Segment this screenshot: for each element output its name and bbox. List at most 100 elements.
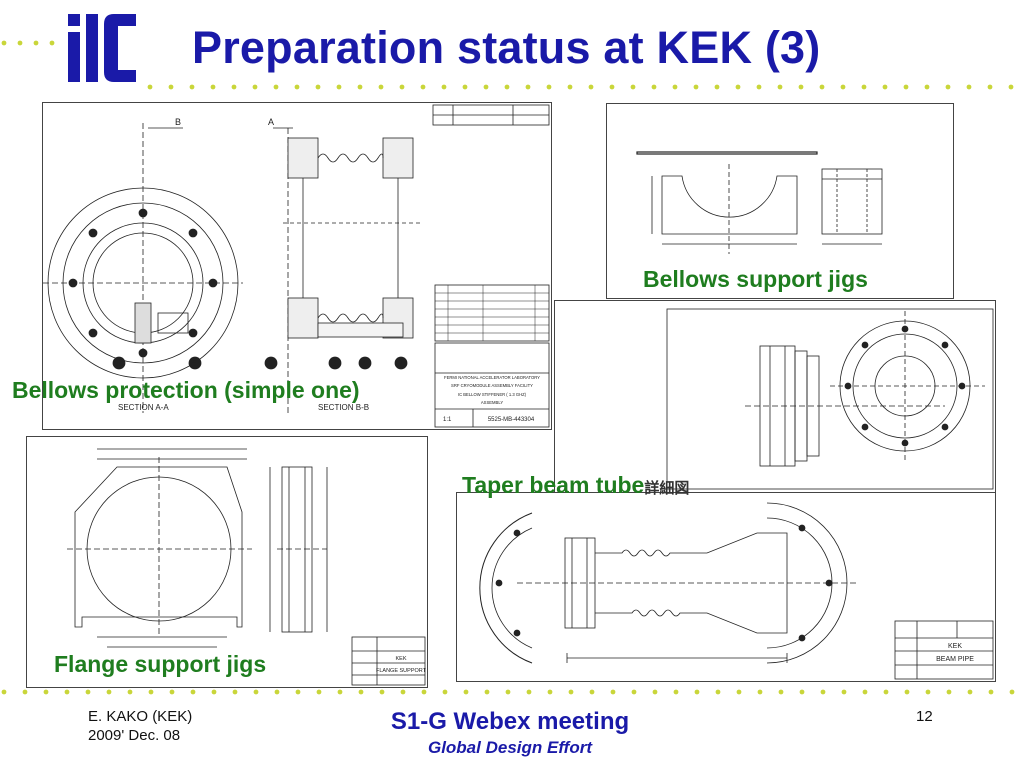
- caption-bellows-support: Bellows support jigs: [643, 266, 868, 292]
- ilc-logo: ilc: [62, 8, 142, 95]
- decorative-dot: [231, 84, 237, 90]
- decorative-dot: [903, 84, 909, 90]
- decorative-dot: [189, 84, 195, 90]
- decorative-dot: [294, 84, 300, 90]
- decorative-dot: [988, 689, 994, 695]
- decorative-dot: [379, 689, 385, 695]
- caption-taper-text: Taper beam tube: [462, 472, 645, 498]
- decorative-dot: [442, 689, 448, 695]
- decorative-dot: [273, 84, 279, 90]
- decorative-dot: [631, 689, 637, 695]
- decorative-dot: [295, 689, 301, 695]
- decorative-dot: [274, 689, 280, 695]
- decorative-dot: [714, 84, 720, 90]
- decorative-dot: [799, 689, 805, 695]
- decorative-dot: [904, 689, 910, 695]
- balloon-1: 1: [268, 359, 273, 368]
- decorative-dot: [547, 689, 553, 695]
- beam-pipe-drawing: KEK BEAM PIPE: [456, 492, 996, 682]
- section-marker-a: A: [268, 117, 274, 127]
- logo-dot-trail: [1, 40, 55, 46]
- decorative-dot: [22, 689, 28, 695]
- footer-event: S1-G Webex meeting Global Design Effort: [330, 708, 690, 758]
- caption-flange-support: Flange support jigs: [54, 651, 267, 677]
- taper-beam-tube-drawing: [554, 300, 996, 494]
- decorative-dot: [357, 84, 363, 90]
- caption-bellows-protection: Bellows protection (simple one): [12, 377, 360, 403]
- decorative-dot: [735, 84, 741, 90]
- decorative-dot: [861, 84, 867, 90]
- flange-title-org: KEK: [395, 656, 406, 662]
- decorative-dot: [715, 689, 721, 695]
- decorative-dot: [987, 84, 993, 90]
- decorative-dot: [925, 689, 931, 695]
- decorative-dot: [168, 84, 174, 90]
- decorative-dot: [1009, 689, 1015, 695]
- decorative-dot: [49, 40, 55, 46]
- title-block-line-3: IC BELLOW STIFFENER ( 1.3 GHZ): [458, 392, 527, 397]
- flange-support-drawing: KEK FLANGE SUPPORT: [26, 436, 428, 688]
- footer-event-name: S1-G Webex meeting: [390, 708, 630, 735]
- decorative-dot: [190, 689, 196, 695]
- decorative-dot: [589, 689, 595, 695]
- decorative-dot: [777, 84, 783, 90]
- decorative-dot: [336, 84, 342, 90]
- page-number: 12: [916, 708, 933, 725]
- decorative-dot: [778, 689, 784, 695]
- decorative-dot: [358, 689, 364, 695]
- title-block-line-2: SRF CRYOMODULE ASSEMBLY FACILITY: [451, 383, 533, 388]
- decorative-dot: [420, 84, 426, 90]
- footer-author-date: E. KAKO (KEK) 2009' Dec. 08: [88, 707, 192, 745]
- decorative-dot: [337, 689, 343, 695]
- balloon-6: 6: [192, 359, 197, 368]
- decorative-dot: [1008, 84, 1014, 90]
- balloon-2: 2: [398, 359, 403, 368]
- decorative-dot: [315, 84, 321, 90]
- bottom-dot-divider: [1, 689, 1015, 695]
- decorative-dot: [567, 84, 573, 90]
- section-a-label: SECTION A-A: [118, 403, 169, 412]
- balloon-4: 4: [362, 359, 367, 368]
- decorative-dot: [211, 689, 217, 695]
- decorative-dot: [525, 84, 531, 90]
- decorative-dot: [693, 84, 699, 90]
- caption-taper-beam-tube: Taper beam tube詳細図: [462, 472, 689, 499]
- decorative-dot: [694, 689, 700, 695]
- balloon-5: 5: [116, 359, 121, 368]
- decorative-dot: [757, 689, 763, 695]
- decorative-dot: [232, 689, 238, 695]
- decorative-dot: [609, 84, 615, 90]
- decorative-dot: [169, 689, 175, 695]
- decorative-dot: [819, 84, 825, 90]
- decorative-dot: [1, 40, 7, 46]
- decorative-dot: [862, 689, 868, 695]
- decorative-dot: [421, 689, 427, 695]
- decorative-dot: [463, 689, 469, 695]
- slide-title: Preparation status at KEK (3): [192, 22, 821, 73]
- decorative-dot: [546, 84, 552, 90]
- drawing-number: 5525-MB-443304: [488, 417, 535, 423]
- decorative-dot: [610, 689, 616, 695]
- decorative-dot: [630, 84, 636, 90]
- decorative-dot: [378, 84, 384, 90]
- decorative-dot: [505, 689, 511, 695]
- decorative-dot: [1, 689, 7, 695]
- decorative-dot: [756, 84, 762, 90]
- decorative-dot: [33, 40, 39, 46]
- decorative-dot: [673, 689, 679, 695]
- decorative-dot: [148, 689, 154, 695]
- decorative-dot: [651, 84, 657, 90]
- decorative-dot: [966, 84, 972, 90]
- footer-date: 2009' Dec. 08: [88, 727, 181, 744]
- decorative-dot: [462, 84, 468, 90]
- decorative-dot: [652, 689, 658, 695]
- balloon-3: 3: [332, 359, 337, 368]
- decorative-dot: [483, 84, 489, 90]
- decorative-dot: [252, 84, 258, 90]
- decorative-dot: [924, 84, 930, 90]
- bellows-protection-drawing: B A 5 6 1 3 4 2 SECTION A-A SECTION B-B: [42, 102, 552, 430]
- decorative-dot: [798, 84, 804, 90]
- decorative-dot: [441, 84, 447, 90]
- decorative-dot: [43, 689, 49, 695]
- decorative-dot: [568, 689, 574, 695]
